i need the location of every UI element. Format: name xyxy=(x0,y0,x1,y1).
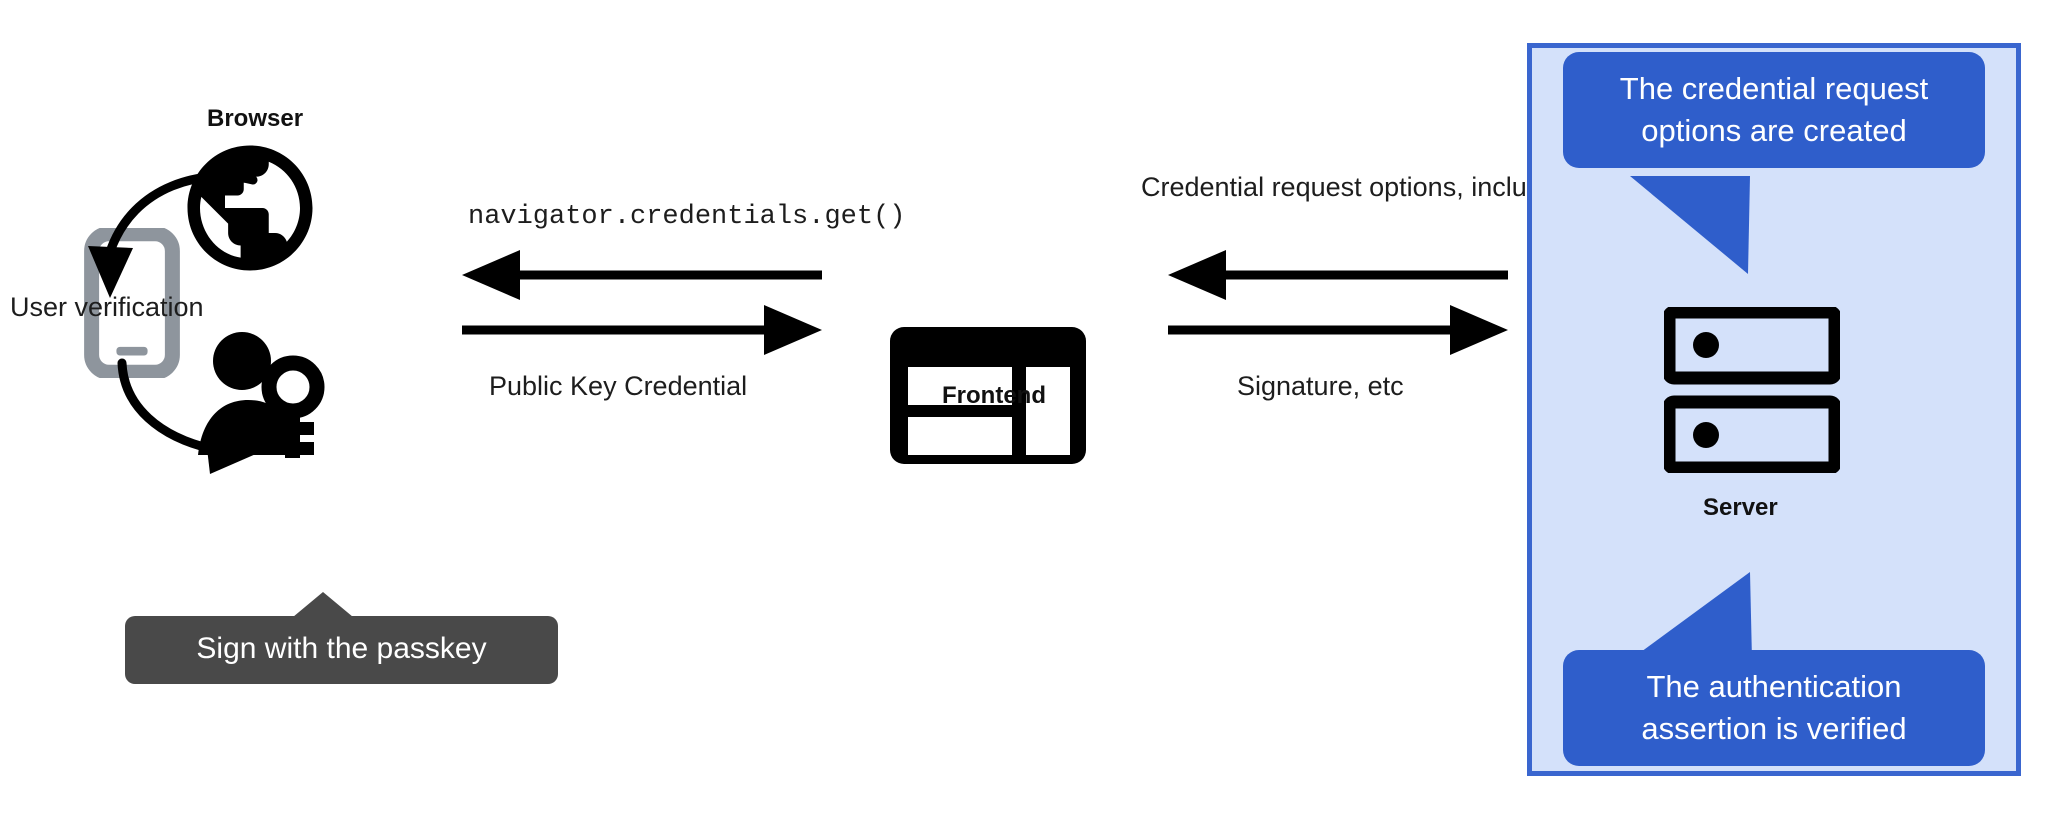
public-key-credential-label: Public Key Credential xyxy=(489,371,748,401)
sign-with-passkey-tooltip: Sign with the passkey xyxy=(125,616,558,684)
callout-bottom-tail xyxy=(1630,572,1800,662)
signature-etc-label: Signature, etc xyxy=(1237,371,1404,401)
navigator-credentials-get-label: navigator.credentials.get() xyxy=(468,202,906,232)
smartphone-icon xyxy=(84,228,180,378)
person-with-key-icon xyxy=(196,330,326,465)
web-layout-icon xyxy=(890,327,1086,464)
frontend-label: Frontend xyxy=(942,382,1046,409)
arrow-server-to-frontend-icon xyxy=(1168,250,1508,300)
arrow-browser-to-frontend-icon xyxy=(462,305,822,355)
credential-request-options-label: Credential request options, including ch… xyxy=(1141,172,1701,202)
server-callout-bottom: The authentication assertion is verified xyxy=(1563,650,1985,766)
arrow-browser-to-phone-icon xyxy=(55,160,275,320)
server-callout-top: The credential request options are creat… xyxy=(1563,52,1985,168)
server-label: Server xyxy=(1703,494,1778,521)
user-verification-label: User verification xyxy=(10,292,204,322)
arrow-frontend-to-browser-icon xyxy=(462,250,822,300)
server-rack-icon xyxy=(1664,307,1840,473)
browser-label: Browser xyxy=(207,105,304,132)
arrow-frontend-to-server-icon xyxy=(1168,305,1508,355)
callout-top-tail xyxy=(1630,176,1800,276)
